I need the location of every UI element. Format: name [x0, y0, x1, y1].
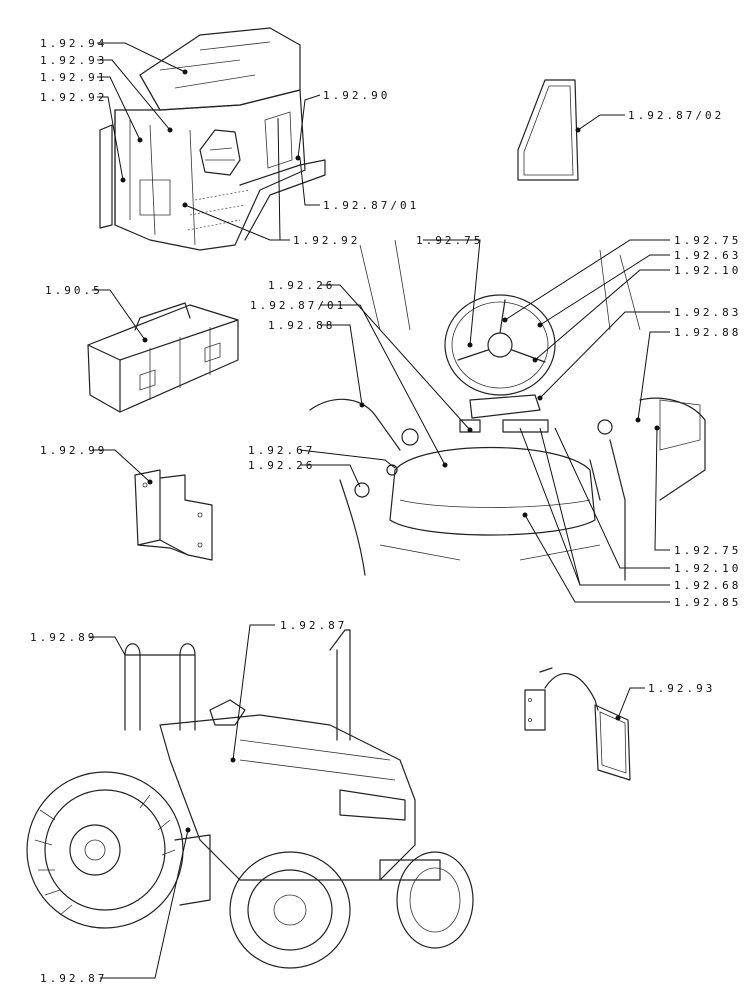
label-cab-rear: 1.92.87/01: [323, 199, 419, 212]
window-drawing: [517, 79, 579, 181]
cab-drawing: [99, 27, 326, 251]
label-dash-right-5: 1.92.88: [674, 326, 741, 339]
label-hood: 1.92.87: [280, 619, 347, 632]
label-dash-bottom-2: 1.92.10: [674, 562, 741, 575]
dashboard-drawing: [309, 239, 706, 581]
label-cab-right: 1.92.90: [323, 89, 390, 102]
label-dash-right-4: 1.92.83: [674, 306, 741, 319]
label-dash-left-3: 1.92.88: [268, 319, 335, 332]
label-window: 1.92.87/02: [628, 109, 724, 122]
tractor-drawing: [26, 629, 474, 969]
label-rops: 1.92.89: [30, 631, 97, 644]
label-dash-right-1: 1.92.75: [674, 234, 741, 247]
label-bracket: 1.92.99: [40, 444, 107, 457]
label-dash-left-4: 1.92.67: [248, 444, 315, 457]
callout-dots: [120, 69, 660, 833]
label-cab-c: 1.92.91: [40, 71, 107, 84]
label-cab-d: 1.92.92: [40, 91, 107, 104]
label-dash-bottom-4: 1.92.85: [674, 596, 741, 609]
label-dash-left-5: 1.92.26: [248, 459, 315, 472]
label-dash-left-2: 1.92.87/01: [250, 299, 346, 312]
label-cab-b: 1.92.93: [40, 54, 107, 67]
callout-labels: 1.92.94 1.92.93 1.92.91 1.92.92 1.92.90 …: [30, 37, 741, 985]
label-dash-bottom-3: 1.92.68: [674, 579, 741, 592]
label-toolbox: 1.90.5: [45, 284, 103, 297]
toolbox-drawing: [87, 302, 239, 413]
label-dash-bottom-1: 1.92.75: [674, 544, 741, 557]
label-dash-wheel: 1.92.75: [416, 234, 483, 247]
label-cab-roof: 1.92.94: [40, 37, 107, 50]
label-cab-fender: 1.92.92: [293, 234, 360, 247]
label-mirror: 1.92.93: [648, 682, 715, 695]
bracket-drawing: [134, 469, 213, 561]
label-dash-right-2: 1.92.63: [674, 249, 741, 262]
label-side: 1.92.87: [40, 972, 107, 985]
label-dash-right-3: 1.92.10: [674, 264, 741, 277]
leader-lines: [90, 42, 670, 979]
label-dash-left-1: 1.92.26: [268, 279, 335, 292]
mirror-drawing: [524, 667, 631, 781]
